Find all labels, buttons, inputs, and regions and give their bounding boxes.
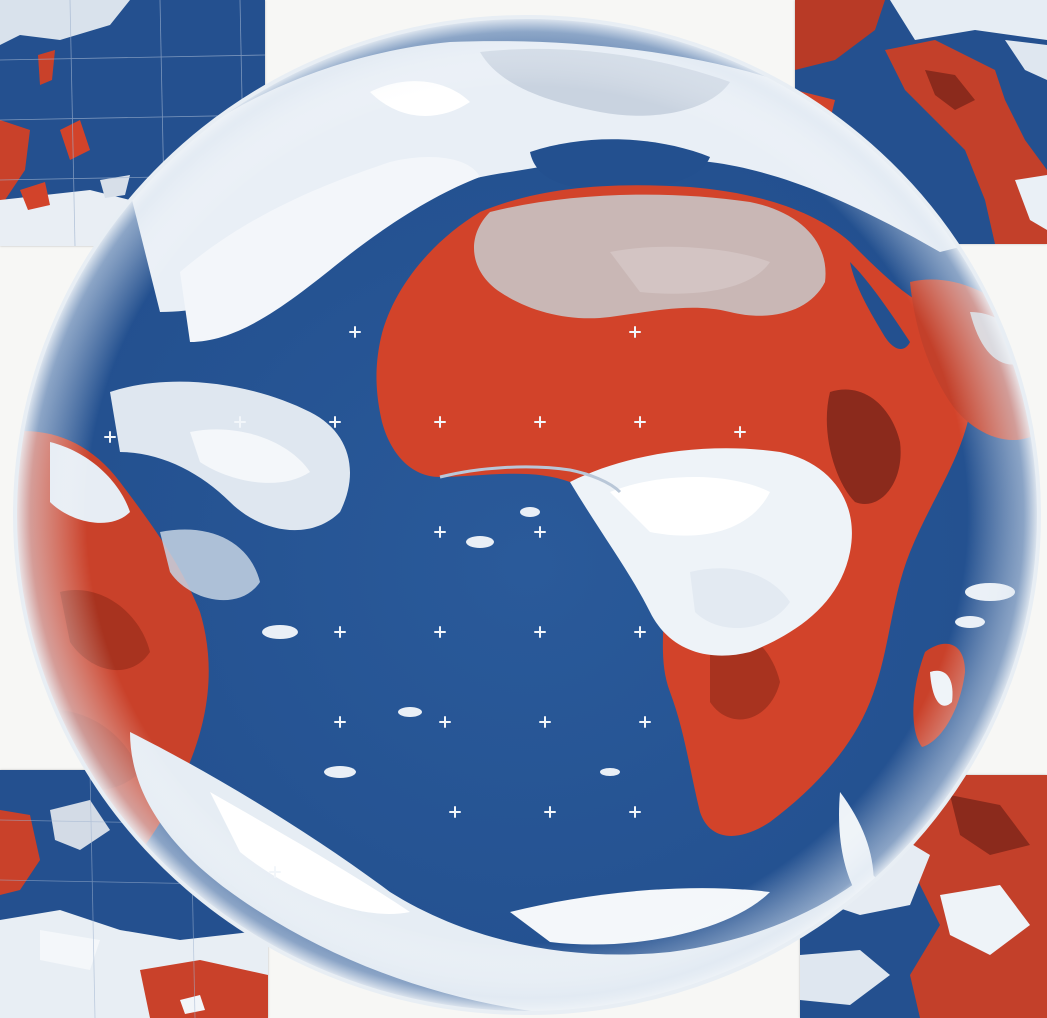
globe-image [13, 15, 1041, 1015]
earth-globe [10, 12, 1047, 1018]
globe-limb [15, 17, 1039, 1013]
